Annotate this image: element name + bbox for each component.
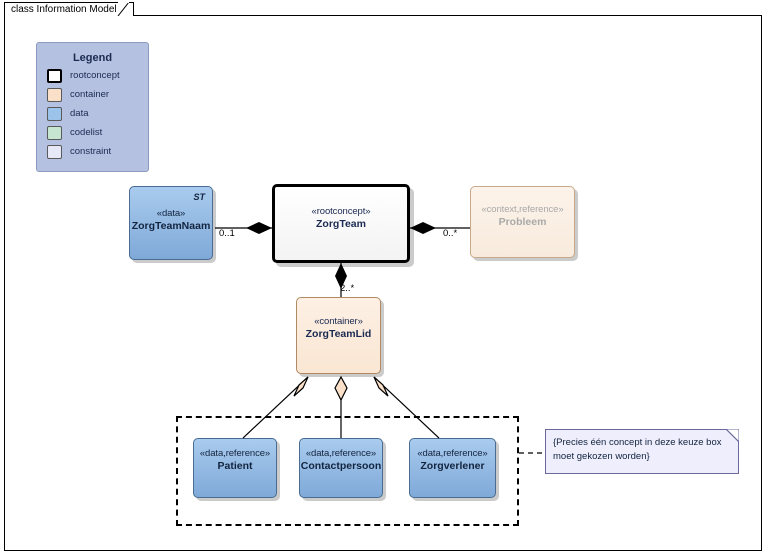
class-node-zorgverlener[interactable]: «data,reference» Zorgverlener — [409, 438, 496, 498]
class-node-zorgteamlid[interactable]: «container» ZorgTeamLid — [296, 297, 381, 374]
diagram-tab[interactable]: class Information Model — [4, 2, 134, 16]
legend-item-constraint: constraint — [47, 144, 148, 159]
legend-swatch-codelist — [47, 125, 62, 140]
zorgteam-name: ZorgTeam — [316, 218, 366, 230]
class-node-contactpersoon[interactable]: «data,reference» Contactpersoon — [299, 438, 383, 498]
probleem-name: Probleem — [498, 216, 547, 228]
note-fold-icon — [726, 429, 739, 442]
zorgteamnaam-stereotype: «data» — [156, 208, 186, 219]
patient-name: Patient — [217, 460, 253, 472]
zorgteam-stereotype: «rootconcept» — [311, 206, 371, 217]
multiplicity-zorgteamnaam: 0..1 — [219, 228, 235, 239]
zorgverlener-name: Zorgverlener — [420, 460, 485, 472]
zorgteamnaam-st-marker: ST — [193, 192, 205, 202]
contactpersoon-name: Contactpersoon — [300, 460, 382, 472]
class-node-probleem[interactable]: «context,reference» Probleem — [470, 186, 575, 258]
zorgteamnaam-name: ZorgTeamNaam — [131, 220, 211, 232]
legend-label-codelist: codelist — [70, 127, 103, 138]
multiplicity-zorgteamlid: 2..* — [340, 283, 355, 294]
constraint-note-text: {Precies één concept in deze keuze box m… — [553, 437, 722, 462]
legend-item-data: data — [47, 106, 148, 121]
legend-swatch-rootconcept — [47, 68, 62, 83]
zorgteamlid-stereotype: «container» — [314, 316, 363, 327]
class-node-zorgteam[interactable]: «rootconcept» ZorgTeam — [272, 184, 410, 263]
zorgteamlid-name: ZorgTeamLid — [305, 328, 372, 340]
legend-item-rootconcept: rootconcept — [47, 68, 148, 83]
constraint-note[interactable]: {Precies één concept in deze keuze box m… — [545, 429, 739, 474]
class-node-zorgteamnaam[interactable]: ST «data» ZorgTeamNaam — [129, 186, 213, 260]
legend-swatch-constraint — [47, 144, 62, 159]
patient-stereotype: «data,reference» — [199, 448, 271, 459]
multiplicity-probleem: 0..* — [443, 228, 458, 239]
legend-label-constraint: constraint — [70, 146, 112, 157]
contactpersoon-stereotype: «data,reference» — [305, 448, 377, 459]
legend-label-data: data — [70, 108, 89, 119]
legend-panel: Legend rootconcept container data codeli… — [36, 42, 149, 172]
choice-box — [176, 416, 519, 526]
diagram-tab-label: class Information Model — [11, 4, 117, 15]
legend-title: Legend — [72, 52, 113, 64]
legend-swatch-container — [47, 87, 62, 102]
class-node-patient[interactable]: «data,reference» Patient — [193, 438, 277, 498]
legend-item-container: container — [47, 87, 148, 102]
legend-label-container: container — [70, 89, 110, 100]
zorgverlener-stereotype: «data,reference» — [417, 448, 488, 459]
probleem-stereotype: «context,reference» — [481, 204, 564, 215]
legend-item-codelist: codelist — [47, 125, 148, 140]
legend-swatch-data — [47, 106, 62, 121]
legend-label-rootconcept: rootconcept — [70, 70, 120, 81]
